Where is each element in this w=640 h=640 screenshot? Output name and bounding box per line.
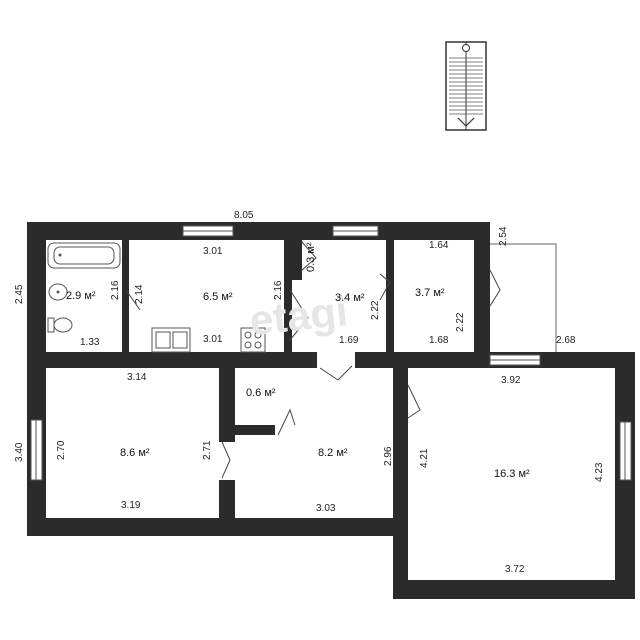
dim-room163-top: 3.92 — [501, 375, 521, 386]
room-area-closet-small: 0.3 м² — [305, 242, 317, 272]
dim-corridor-h: 2.22 — [370, 300, 381, 320]
windows — [30, 225, 632, 481]
dim-kitchen-left-h: 2.14 — [134, 284, 145, 304]
toilet-icon — [47, 317, 73, 333]
dim-veranda-h: 2.54 — [498, 226, 509, 246]
veranda-outline — [488, 243, 557, 355]
dim-room86-left: 2.70 — [56, 440, 67, 460]
dim-bath-w: 1.33 — [80, 337, 100, 348]
staircase-icon — [445, 41, 487, 131]
dim-room37-bottom: 1.68 — [429, 335, 449, 346]
room-area-room-86: 8.6 м² — [120, 447, 150, 459]
dim-hall-right: 2.96 — [383, 446, 394, 466]
dim-corridor-w: 1.69 — [339, 335, 359, 346]
watermark: etagi — [247, 287, 349, 344]
dim-kitchen-bottom: 3.01 — [203, 334, 223, 345]
room-area-storage: 0.6 м² — [246, 387, 276, 399]
kitchen-sink-icon — [151, 327, 191, 353]
dim-room86-bottom: 3.19 — [121, 500, 141, 511]
walls — [27, 222, 635, 599]
dim-hall-bottom: 3.03 — [316, 503, 336, 514]
dim-room86-right: 2.71 — [202, 440, 213, 460]
sink-icon — [48, 283, 68, 301]
dim-kitchen-right-h: 2.16 — [273, 280, 284, 300]
room-area-corridor: 3.4 м² — [335, 292, 365, 304]
dim-veranda-w: 2.68 — [556, 335, 576, 346]
doors — [125, 241, 501, 479]
dim-kitchen-top: 3.01 — [203, 246, 223, 257]
dim-left-height-bottom: 3.40 — [14, 442, 25, 462]
room-area-room-163: 16.3 м² — [494, 468, 530, 480]
dim-total-width: 8.05 — [234, 210, 254, 221]
dim-left-height-top: 2.45 — [14, 284, 25, 304]
dim-room163-right: 4.23 — [594, 462, 605, 482]
room-area-kitchen: 6.5 м² — [203, 291, 233, 303]
dim-room37-h: 2.22 — [455, 312, 466, 332]
room-area-hall: 8.2 м² — [318, 447, 348, 459]
room-area-bathroom: 2.9 м² — [66, 290, 96, 302]
dim-bath-h: 2.16 — [110, 280, 121, 300]
dim-room37-top: 1.64 — [429, 240, 449, 251]
room-area-room-37: 3.7 м² — [415, 287, 445, 299]
stove-icon — [240, 327, 266, 353]
dim-room163-bottom: 3.72 — [505, 564, 525, 575]
bathtub-icon — [47, 242, 121, 269]
dim-room163-left: 4.21 — [419, 448, 430, 468]
dim-room86-top: 3.14 — [127, 372, 147, 383]
